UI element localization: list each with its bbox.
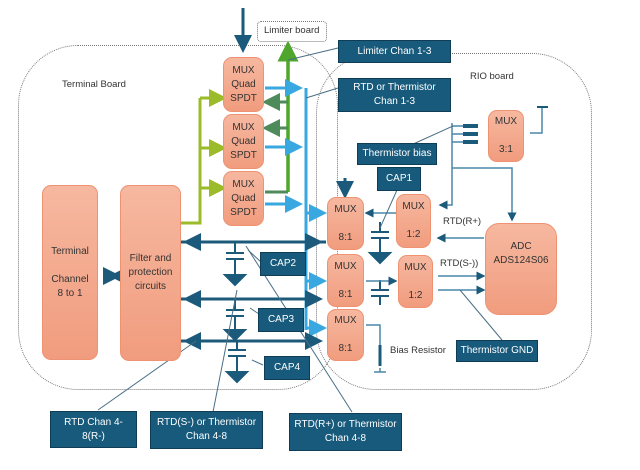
block-text: 8:1 bbox=[338, 288, 353, 300]
block-text: Filter and bbox=[129, 253, 172, 264]
block-text: Quad bbox=[231, 135, 256, 147]
block-text: 8:1 bbox=[338, 343, 353, 354]
rtd-s-minus-callout: RTD(S-) or Thermistor Chan 4-8 bbox=[150, 411, 263, 449]
block-text: MUX bbox=[402, 201, 425, 212]
filter-protection-block: Filter and protection circuits bbox=[120, 185, 181, 361]
block-text: Channel bbox=[51, 273, 89, 285]
thermistor-bias-callout: Thermistor bias bbox=[357, 143, 437, 165]
rtd-chan-4-8-r-minus-callout: RTD Chan 4-8(R-) bbox=[50, 411, 137, 448]
block-text: SPDT bbox=[230, 149, 257, 161]
block-text: SPDT bbox=[230, 206, 257, 218]
block-text: Quad bbox=[231, 192, 256, 204]
cap4-callout: CAP4 bbox=[264, 356, 310, 380]
block-text: SPDT bbox=[230, 92, 257, 104]
mux-1to2-2: MUX 1:2 bbox=[398, 255, 433, 308]
block-text: circuits bbox=[134, 281, 167, 292]
block-text: 8 to 1 bbox=[57, 287, 83, 299]
block-text: MUX bbox=[334, 260, 357, 272]
adc-block: ADC ADS124S06 bbox=[485, 223, 557, 315]
mux-1to2-1: MUX 1:2 bbox=[396, 194, 431, 248]
cap3-callout: CAP3 bbox=[258, 308, 304, 332]
block-text: 1:2 bbox=[408, 289, 423, 301]
mux-8to1-3: MUX 8:1 bbox=[327, 309, 364, 361]
bias-resistor-label: Bias Resistor bbox=[390, 345, 446, 356]
block-text: Terminal bbox=[51, 245, 89, 257]
block-text: MUX bbox=[404, 261, 427, 273]
terminal-board-label: Terminal Board bbox=[62, 79, 126, 90]
cap2-callout: CAP2 bbox=[260, 252, 306, 276]
thermistor-gnd-callout: Thermistor GND bbox=[456, 340, 538, 362]
terminal-channel-block: Terminal Channel 8 to 1 bbox=[42, 185, 98, 360]
block-text: MUX bbox=[232, 178, 255, 190]
rtd-r-plus-callout: RTD(R+) or Thermistor Chan 4-8 bbox=[289, 413, 402, 451]
rtd-chan-1-3-callout: RTD or Thermistor Chan 1-3 bbox=[338, 78, 451, 112]
rtd-r-plus-signal: RTD(R+) bbox=[443, 216, 482, 227]
block-text: 8:1 bbox=[338, 231, 353, 243]
block-text: MUX bbox=[334, 203, 357, 215]
block-text: MUX bbox=[232, 121, 255, 133]
limiter-chan-callout: Limiter Chan 1-3 bbox=[338, 40, 451, 63]
cap1-callout: CAP1 bbox=[377, 167, 421, 191]
rio-board-label: RIO board bbox=[470, 71, 514, 82]
mux-8to1-2: MUX 8:1 bbox=[327, 254, 364, 307]
block-text: ADC bbox=[510, 241, 532, 252]
mux-8to1-1: MUX 8:1 bbox=[327, 197, 364, 250]
block-text: MUX bbox=[494, 116, 518, 127]
limiter-board-label: Limiter board bbox=[264, 25, 320, 36]
block-text: 3:1 bbox=[499, 144, 513, 155]
block-text: protection bbox=[128, 267, 173, 278]
mux-3to1: MUX 3:1 bbox=[488, 110, 524, 162]
block-text: MUX bbox=[334, 315, 357, 326]
block-text: MUX bbox=[232, 64, 255, 76]
block-text: Quad bbox=[231, 78, 256, 90]
block-text: 1:2 bbox=[406, 229, 421, 240]
rtd-s-minus-signal: RTD(S-)) bbox=[440, 258, 479, 269]
block-text: ADS124S06 bbox=[493, 255, 549, 266]
